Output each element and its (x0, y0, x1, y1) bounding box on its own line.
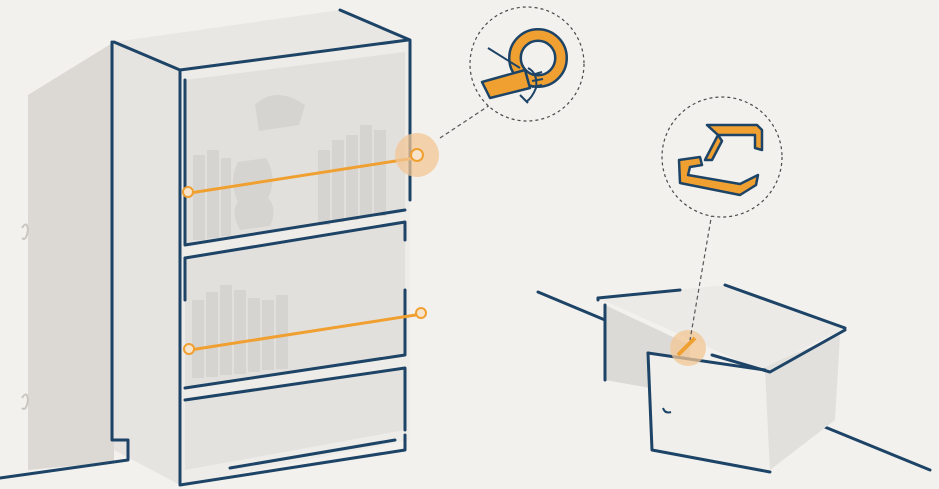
book (220, 285, 232, 375)
book (360, 125, 372, 217)
book (221, 158, 231, 236)
bookshelf-wall-mark-2 (22, 394, 28, 409)
book (318, 150, 330, 225)
counter-edge-right (820, 425, 930, 470)
bookshelf-shadow (28, 42, 114, 470)
screw-eye-left-bottom (184, 344, 194, 354)
cabinet (538, 285, 930, 472)
counter-edge-left (538, 292, 605, 320)
callout-line-bookshelf (440, 105, 490, 138)
screw-eye-right-bottom (416, 308, 426, 318)
book (346, 135, 358, 220)
book (207, 150, 219, 238)
book (193, 155, 205, 240)
book (206, 292, 218, 377)
bookshelf (0, 10, 439, 485)
callout-cabinet-latch (662, 97, 782, 217)
bookshelf-side (114, 42, 180, 485)
book (374, 130, 386, 216)
book (192, 300, 204, 378)
book (332, 140, 344, 222)
callout-screw-eye (470, 7, 584, 121)
bookshelf-wall-mark-1 (22, 224, 28, 239)
vase (233, 158, 274, 230)
book (234, 290, 246, 374)
screw-eye-left-top (183, 187, 193, 197)
highlight-glow-cabinet (670, 330, 706, 366)
book (276, 295, 288, 369)
book (262, 300, 274, 370)
book (248, 298, 260, 372)
screw-eye-right-top (411, 149, 423, 161)
